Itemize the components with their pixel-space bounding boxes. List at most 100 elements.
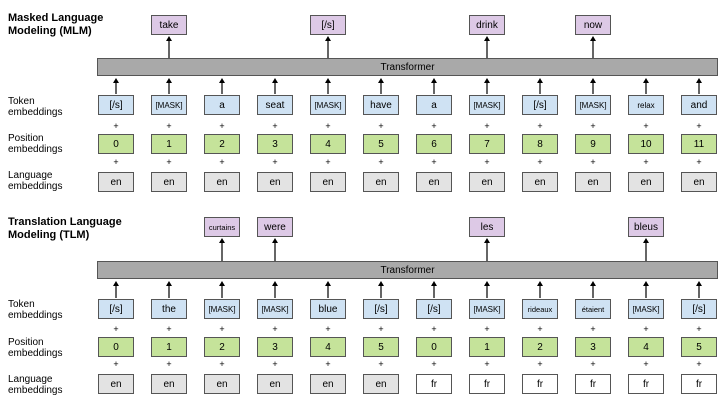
mlm-position-embedding: 0 [98, 134, 134, 154]
tlm-plus-sign: + [219, 359, 225, 369]
mlm-position-embedding: 7 [469, 134, 505, 154]
mlm-token-embedding: [MASK] [310, 95, 346, 115]
mlm-position-embedding: 11 [681, 134, 717, 154]
tlm-position-embedding: 5 [681, 337, 717, 357]
tlm-target-arrow [484, 238, 490, 261]
mlm-token-label-line1: Token [8, 96, 35, 107]
mlm-input-arrow [325, 78, 331, 94]
mlm-position-embedding: 3 [257, 134, 293, 154]
tlm-plus-sign: + [696, 359, 702, 369]
mlm-plus-sign: + [484, 157, 490, 167]
tlm-language-embedding: en [151, 374, 187, 394]
mlm-plus-sign: + [696, 157, 702, 167]
mlm-token-embedding: [/s] [98, 95, 134, 115]
mlm-position-embedding: 4 [310, 134, 346, 154]
mlm-language-embedding: en [575, 172, 611, 192]
tlm-input-arrow [272, 281, 278, 298]
mlm-target-arrow [484, 36, 490, 58]
tlm-position-embedding: 2 [204, 337, 240, 357]
tlm-token-embedding: [/s] [681, 299, 717, 319]
mlm-position-embedding: 6 [416, 134, 452, 154]
tlm-input-arrow [431, 281, 437, 298]
mlm-position-embedding: 10 [628, 134, 664, 154]
tlm-plus-sign: + [643, 324, 649, 334]
mlm-target-word: take [151, 15, 187, 35]
mlm-transformer-block: Transformer [97, 58, 718, 76]
tlm-token-embedding: [MASK] [257, 299, 293, 319]
tlm-language-label-line2: embeddings [8, 385, 63, 396]
mlm-language-embedding: en [310, 172, 346, 192]
mlm-position-embedding: 9 [575, 134, 611, 154]
mlm-input-arrow [166, 78, 172, 94]
tlm-position-embedding: 2 [522, 337, 558, 357]
tlm-token-embedding: [/s] [98, 299, 134, 319]
tlm-plus-sign: + [643, 359, 649, 369]
tlm-position-embedding: 5 [363, 337, 399, 357]
tlm-position-embedding: 4 [628, 337, 664, 357]
tlm-title-line1: Translation Language [8, 216, 122, 228]
mlm-input-arrow [272, 78, 278, 94]
mlm-plus-sign: + [219, 121, 225, 131]
mlm-input-arrow [590, 78, 596, 94]
tlm-language-embedding: fr [575, 374, 611, 394]
tlm-plus-sign: + [537, 359, 543, 369]
mlm-language-embedding: en [151, 172, 187, 192]
mlm-target-word: drink [469, 15, 505, 35]
tlm-plus-sign: + [696, 324, 702, 334]
tlm-token-label-line1: Token [8, 299, 35, 310]
tlm-language-embedding: fr [522, 374, 558, 394]
mlm-plus-sign: + [272, 157, 278, 167]
mlm-plus-sign: + [325, 157, 331, 167]
mlm-input-arrow [696, 78, 702, 94]
mlm-title-line2: Modeling (MLM) [8, 25, 92, 37]
tlm-token-embedding: the [151, 299, 187, 319]
tlm-language-embedding: en [98, 374, 134, 394]
mlm-plus-sign: + [431, 121, 437, 131]
mlm-token-embedding: [MASK] [469, 95, 505, 115]
tlm-plus-sign: + [484, 324, 490, 334]
mlm-plus-sign: + [696, 121, 702, 131]
tlm-token-embedding: [/s] [416, 299, 452, 319]
tlm-plus-sign: + [219, 324, 225, 334]
tlm-input-arrow [113, 281, 119, 298]
tlm-position-embedding: 0 [416, 337, 452, 357]
mlm-token-label-line2: embeddings [8, 107, 63, 118]
mlm-language-label-line1: Language [8, 170, 53, 181]
tlm-plus-sign: + [484, 359, 490, 369]
tlm-input-arrow [325, 281, 331, 298]
tlm-token-embedding: [MASK] [469, 299, 505, 319]
mlm-plus-sign: + [484, 121, 490, 131]
tlm-token-embedding: [/s] [363, 299, 399, 319]
tlm-language-label-line1: Language [8, 374, 53, 385]
tlm-token-label-line2: embeddings [8, 310, 63, 321]
tlm-plus-sign: + [325, 359, 331, 369]
mlm-plus-sign: + [590, 157, 596, 167]
mlm-target-word: now [575, 15, 611, 35]
tlm-plus-sign: + [378, 359, 384, 369]
mlm-language-embedding: en [98, 172, 134, 192]
tlm-target-word: bleus [628, 217, 664, 237]
tlm-language-embedding: en [310, 374, 346, 394]
mlm-plus-sign: + [431, 157, 437, 167]
tlm-plus-sign: + [590, 359, 596, 369]
tlm-language-embedding: en [257, 374, 293, 394]
mlm-input-arrow [643, 78, 649, 94]
tlm-transformer-block: Transformer [97, 261, 718, 279]
tlm-language-embedding: en [363, 374, 399, 394]
mlm-token-embedding: [MASK] [151, 95, 187, 115]
mlm-plus-sign: + [643, 157, 649, 167]
tlm-position-embedding: 4 [310, 337, 346, 357]
mlm-plus-sign: + [378, 157, 384, 167]
mlm-plus-sign: + [537, 157, 543, 167]
mlm-language-embedding: en [257, 172, 293, 192]
tlm-plus-sign: + [378, 324, 384, 334]
mlm-position-embedding: 5 [363, 134, 399, 154]
mlm-target-arrow [166, 36, 172, 58]
tlm-target-arrow [272, 238, 278, 261]
tlm-position-label-line1: Position [8, 337, 44, 348]
